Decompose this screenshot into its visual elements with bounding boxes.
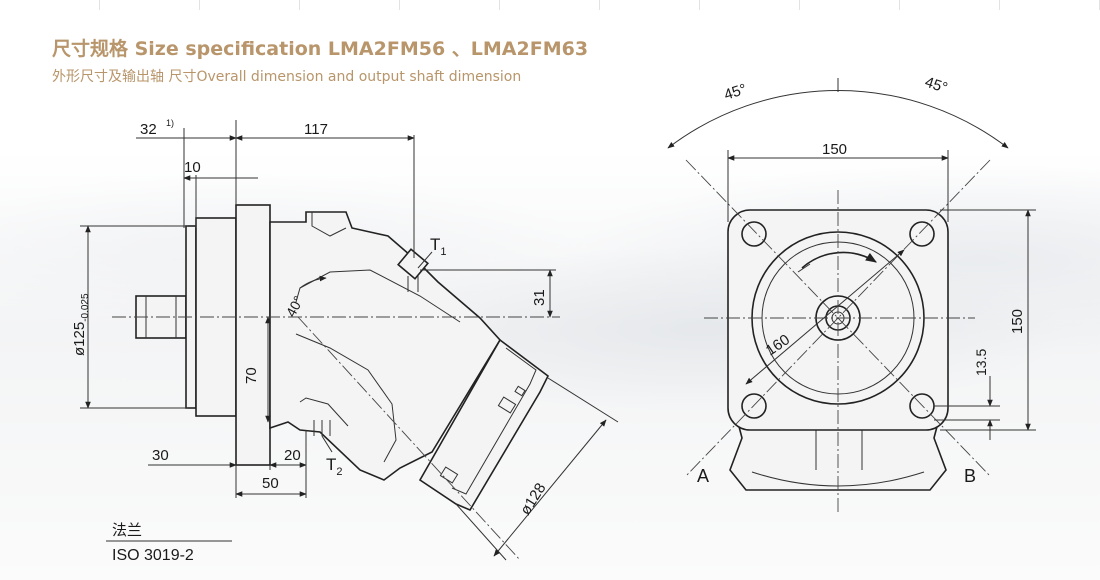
label-a: A (697, 466, 709, 486)
dim-50: 50 (262, 475, 279, 492)
end-cap (418, 338, 550, 512)
dim-31: 31 (531, 289, 548, 306)
bolt-hole-bl (741, 393, 767, 419)
dim-13-5: 13.5 (973, 349, 989, 376)
dim-dia125: ø125-0.025 (71, 293, 91, 356)
port-t1-label: T1 (430, 235, 447, 258)
flange-label: 法兰 (112, 521, 142, 539)
dim-32: 32 (140, 121, 157, 138)
flange-standard: ISO 3019-2 (112, 547, 194, 564)
dim-150-horizontal: 150 (822, 141, 847, 158)
dim-20: 20 (284, 447, 301, 464)
angle-45-left: 45° (722, 81, 749, 104)
dim-30: 30 (152, 447, 169, 464)
dim-117: 117 (304, 121, 328, 138)
page-title: 尺寸规格 Size specification LMA2FM56 、LMA2FM… (52, 38, 589, 60)
pump-housing (269, 211, 501, 481)
dim-70: 70 (243, 367, 260, 384)
flange-plate (235, 204, 271, 466)
angle-45-right: 45° (923, 74, 950, 97)
bolt-hole-tl (741, 221, 767, 247)
flange-note: 法兰 ISO 3019-2 (106, 521, 232, 564)
page-subtitle: 外形尺寸及输出轴 尺寸Overall dimension and output … (52, 69, 522, 85)
dim-32-note: 1) (166, 118, 174, 128)
label-b: B (964, 466, 976, 486)
side-view: 32 1) 117 10 ø125-0.025 70 40° 31 T1 T2 (71, 118, 619, 561)
port-t2-label: T2 (326, 455, 343, 478)
dim-10: 10 (184, 159, 201, 176)
front-view: 45° 45° 150 150 160 13.5 A B (667, 74, 1036, 515)
dim-dia128: ø128 (517, 480, 550, 518)
bolt-hole-tr (909, 221, 935, 247)
dim-150-vertical: 150 (1009, 309, 1026, 334)
